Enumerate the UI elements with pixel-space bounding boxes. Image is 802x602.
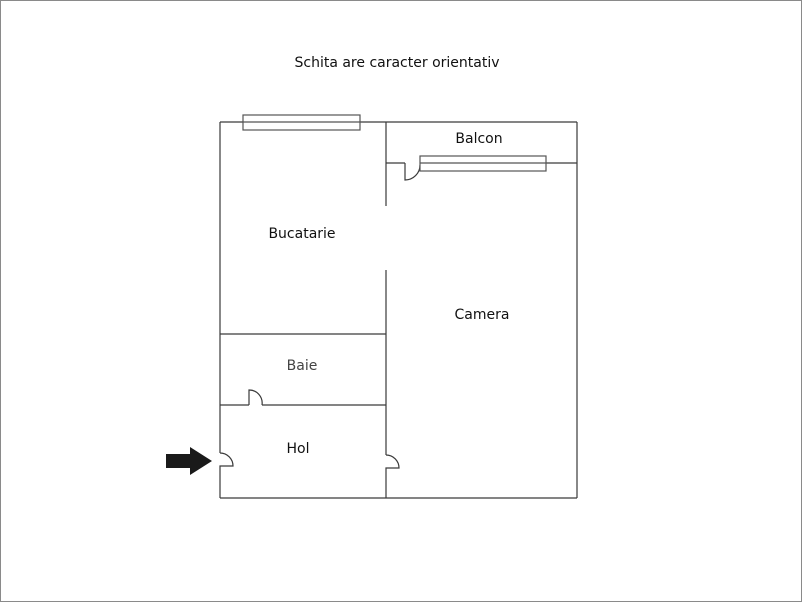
camera-door-icon xyxy=(385,454,400,469)
entrance-arrow-icon xyxy=(166,447,212,475)
entrance-door-icon xyxy=(219,452,234,469)
room-label-hol: Hol xyxy=(286,441,310,457)
room-label-bucatarie: Bucatarie xyxy=(268,226,336,242)
room-label-balcon: Balcon xyxy=(455,131,503,147)
room-label-baie: Baie xyxy=(286,358,318,374)
room-label-camera: Camera xyxy=(454,307,510,323)
page-title: Schita are caracter orientativ xyxy=(294,55,500,71)
baie-door-icon xyxy=(248,389,263,406)
balcon-door-icon xyxy=(404,163,421,181)
